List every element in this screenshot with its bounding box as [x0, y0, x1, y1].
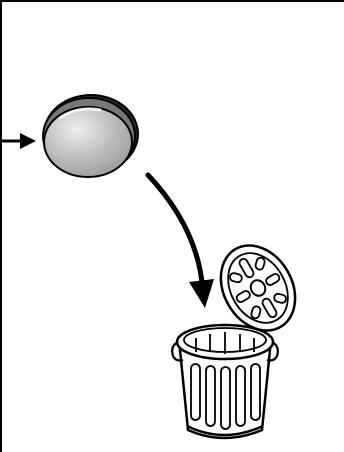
trash-can-icon [172, 325, 278, 438]
curved-arrow-icon [148, 175, 214, 308]
incoming-arrow-icon [0, 133, 36, 149]
round-button-icon [43, 95, 138, 177]
